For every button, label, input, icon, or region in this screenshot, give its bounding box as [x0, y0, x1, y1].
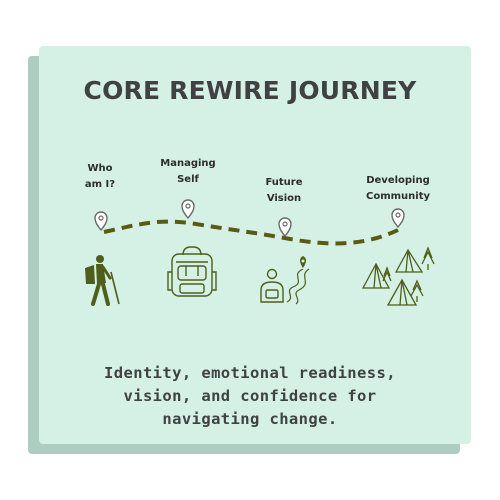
stage-label-who-am-i: Who am I?	[84, 163, 116, 190]
journey-path	[103, 219, 399, 246]
location-pin-icon	[278, 217, 292, 238]
journey-card	[39, 46, 471, 444]
location-pin-icon	[94, 211, 108, 232]
location-pin-icon	[391, 208, 405, 229]
tents-icon	[361, 246, 435, 306]
journey-caption: Identity, emotional readiness, vision, a…	[104, 364, 396, 428]
hiker-icon	[85, 255, 120, 306]
person-path-icon	[260, 256, 310, 305]
stage-label-future-vision: Future Vision	[265, 177, 303, 204]
location-pin-icon	[181, 199, 195, 220]
stage-label-managing-self: Managing Self	[160, 158, 216, 185]
page-title: CORE REWIRE JOURNEY	[83, 76, 417, 105]
stage-label-developing-community: Developing Community	[365, 175, 430, 202]
backpack-icon	[167, 246, 217, 297]
